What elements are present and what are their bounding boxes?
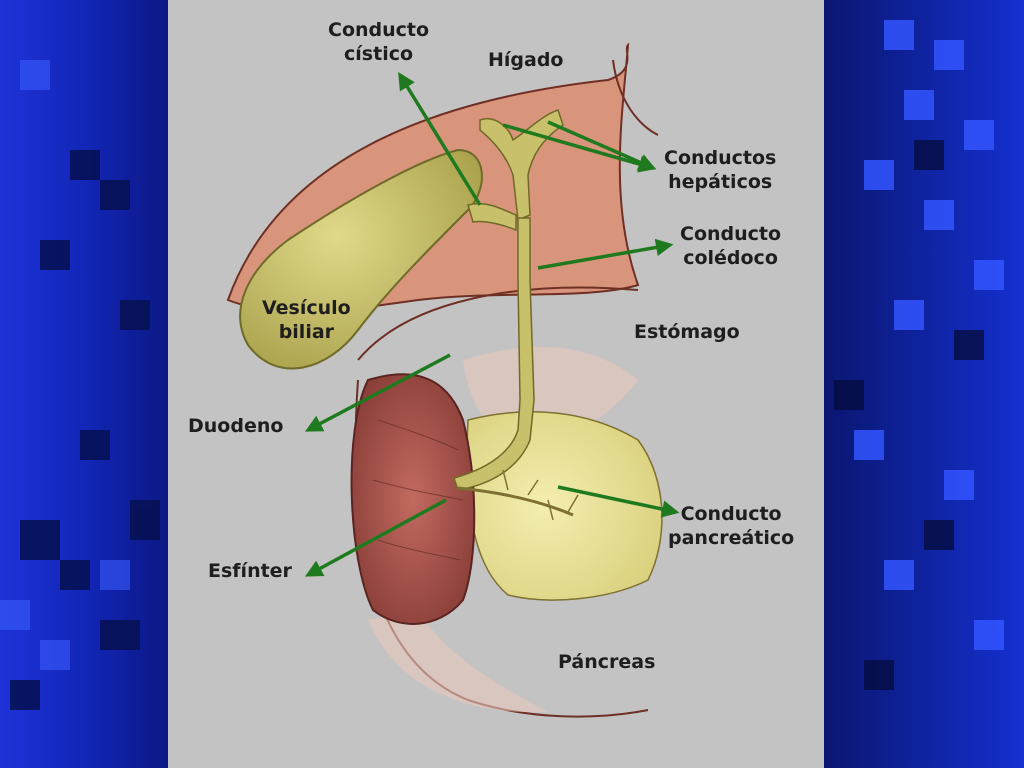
arrow-conducto-coledoco <box>537 238 674 270</box>
cystic-duct <box>467 203 517 232</box>
label-estomago: Estómago <box>634 321 740 343</box>
left-background-pattern <box>0 0 168 768</box>
label-conducto-coledoco: Conducto colédoco <box>680 223 782 269</box>
common-bile-duct <box>453 217 535 491</box>
label-higado: Hígado <box>488 49 564 71</box>
gallbladder-shape <box>239 148 483 370</box>
label-vesicula-biliar: Vesículo biliar <box>262 297 351 343</box>
arrow-conductos-hepaticos-1 <box>502 123 657 173</box>
pancreas-shape <box>466 411 663 601</box>
label-duodeno: Duodeno <box>188 415 284 437</box>
arrow-conductos-hepaticos-2 <box>547 120 657 171</box>
label-conducto-cistico: Conducto cístico <box>328 19 430 65</box>
pancreatic-duct <box>457 486 574 517</box>
biliary-anatomy-illustration <box>226 42 680 718</box>
right-background-pattern <box>824 0 1024 768</box>
anatomy-diagram-panel: Conducto cístico Hígado Conductos hepáti… <box>168 0 824 768</box>
arrow-esfinter <box>304 498 447 577</box>
arrow-conducto-pancreatico <box>557 485 680 518</box>
stomach-outline <box>357 286 639 361</box>
label-conducto-pancreatico: Conducto pancreático <box>668 503 795 549</box>
label-conductos-hepaticos: Conductos hepáticos <box>664 147 777 193</box>
label-esfinter: Esfínter <box>208 560 292 582</box>
label-pancreas: Páncreas <box>558 651 656 673</box>
arrow-duodeno <box>304 353 451 432</box>
arrow-conducto-cistico <box>398 72 482 206</box>
duodenum-shape <box>350 373 476 625</box>
